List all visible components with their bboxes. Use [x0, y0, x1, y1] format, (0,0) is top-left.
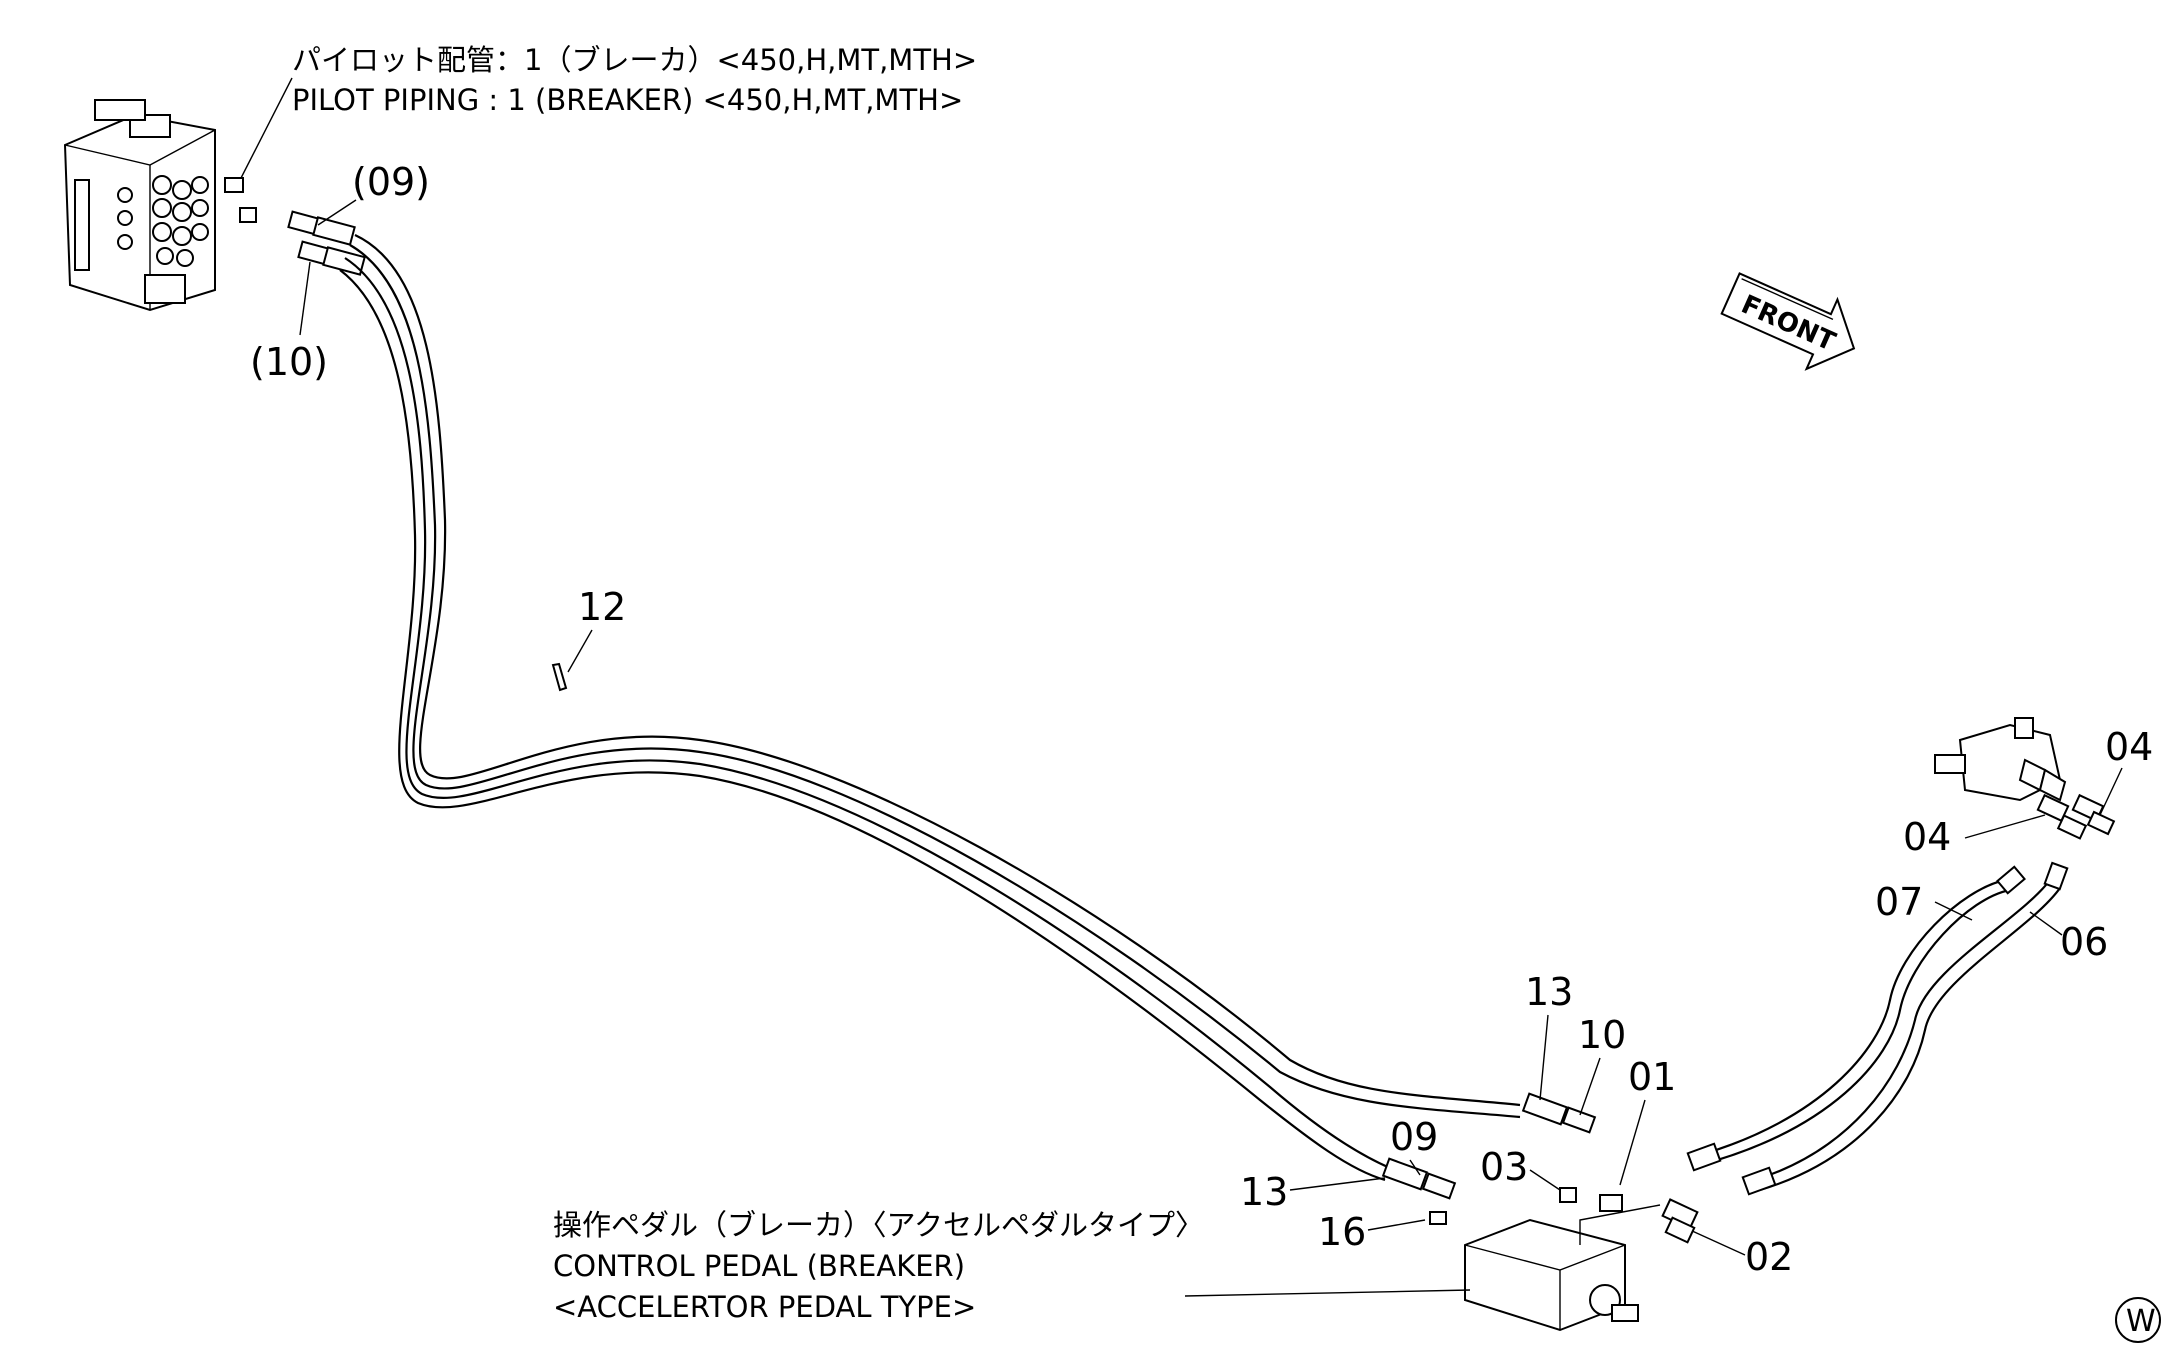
callout-02: 02 — [1745, 1235, 1793, 1279]
leader-06 — [2029, 911, 2063, 936]
callout-01: 01 — [1628, 1055, 1676, 1099]
hoses-06-07 — [1686, 861, 2069, 1196]
leader-01 — [1619, 1099, 1646, 1186]
title-english: PILOT PIPING : 1 (BREAKER) <450,H,MT,MTH… — [292, 83, 963, 117]
callout-04-upper: 04 — [2105, 725, 2153, 769]
leader-pedal — [1184, 1289, 1471, 1297]
callout-10: 10 — [1578, 1013, 1626, 1057]
leader-10-paren — [299, 261, 311, 336]
leader-07 — [1934, 901, 1973, 921]
front-arrow: FRONT — [1720, 272, 1856, 371]
fitting-13-10-upper — [1521, 1092, 1597, 1134]
callout-09-paren: (09) — [352, 160, 430, 204]
pedal-label-japanese: 操作ペダル（ブレーカ）〈アクセルペダルタイプ〉 — [553, 1208, 1204, 1242]
callout-13-upper: 13 — [1525, 970, 1573, 1014]
leader-13-upper — [1539, 1014, 1549, 1101]
leader-09 — [1409, 1159, 1421, 1176]
leader-04-upper — [2099, 767, 2123, 816]
leader-16 — [1367, 1219, 1426, 1231]
leader-03 — [1529, 1169, 1561, 1191]
pedal-label-english-2: <ACCELERTOR PEDAL TYPE> — [553, 1290, 976, 1324]
callout-13-lower: 13 — [1240, 1170, 1288, 1214]
callout-03: 03 — [1480, 1145, 1528, 1189]
title-leader — [239, 77, 293, 181]
corner-mark: W — [2115, 1297, 2161, 1343]
callout-09: 09 — [1390, 1115, 1438, 1159]
control-pedal — [1464, 1204, 1661, 1332]
fitting-13-09-lower — [1381, 1157, 1457, 1200]
leader-04-lower — [1964, 814, 2046, 839]
hose-fittings-top — [287, 210, 366, 276]
control-valve-main — [63, 99, 257, 312]
leader-09-paren — [317, 199, 357, 226]
callout-16: 16 — [1318, 1210, 1366, 1254]
elbow-part-02 — [1661, 1198, 1699, 1244]
leader-10 — [1579, 1057, 1601, 1116]
plug-part-03 — [1559, 1187, 1577, 1203]
plug-part-16 — [1429, 1211, 1447, 1225]
title-japanese: パイロット配管：1（ブレーカ）<450,H,MT,MTH> — [292, 43, 977, 77]
corner-mark-letter: W — [2126, 1304, 2156, 1339]
pedal-label-english-1: CONTROL PEDAL (BREAKER) — [553, 1249, 965, 1283]
callout-06: 06 — [2060, 920, 2108, 964]
leader-02 — [1689, 1229, 1746, 1256]
leader-12 — [567, 629, 593, 673]
callout-07: 07 — [1875, 880, 1923, 924]
main-hoses — [339, 234, 1521, 1182]
callout-12: 12 — [578, 585, 626, 629]
adapter-part-01 — [1599, 1194, 1623, 1212]
leader-13-lower — [1289, 1177, 1386, 1191]
callout-04-lower: 04 — [1903, 815, 1951, 859]
pilot-valve-right — [1934, 717, 2116, 840]
clip-part-12 — [551, 662, 568, 692]
callout-10-paren: (10) — [250, 340, 328, 384]
